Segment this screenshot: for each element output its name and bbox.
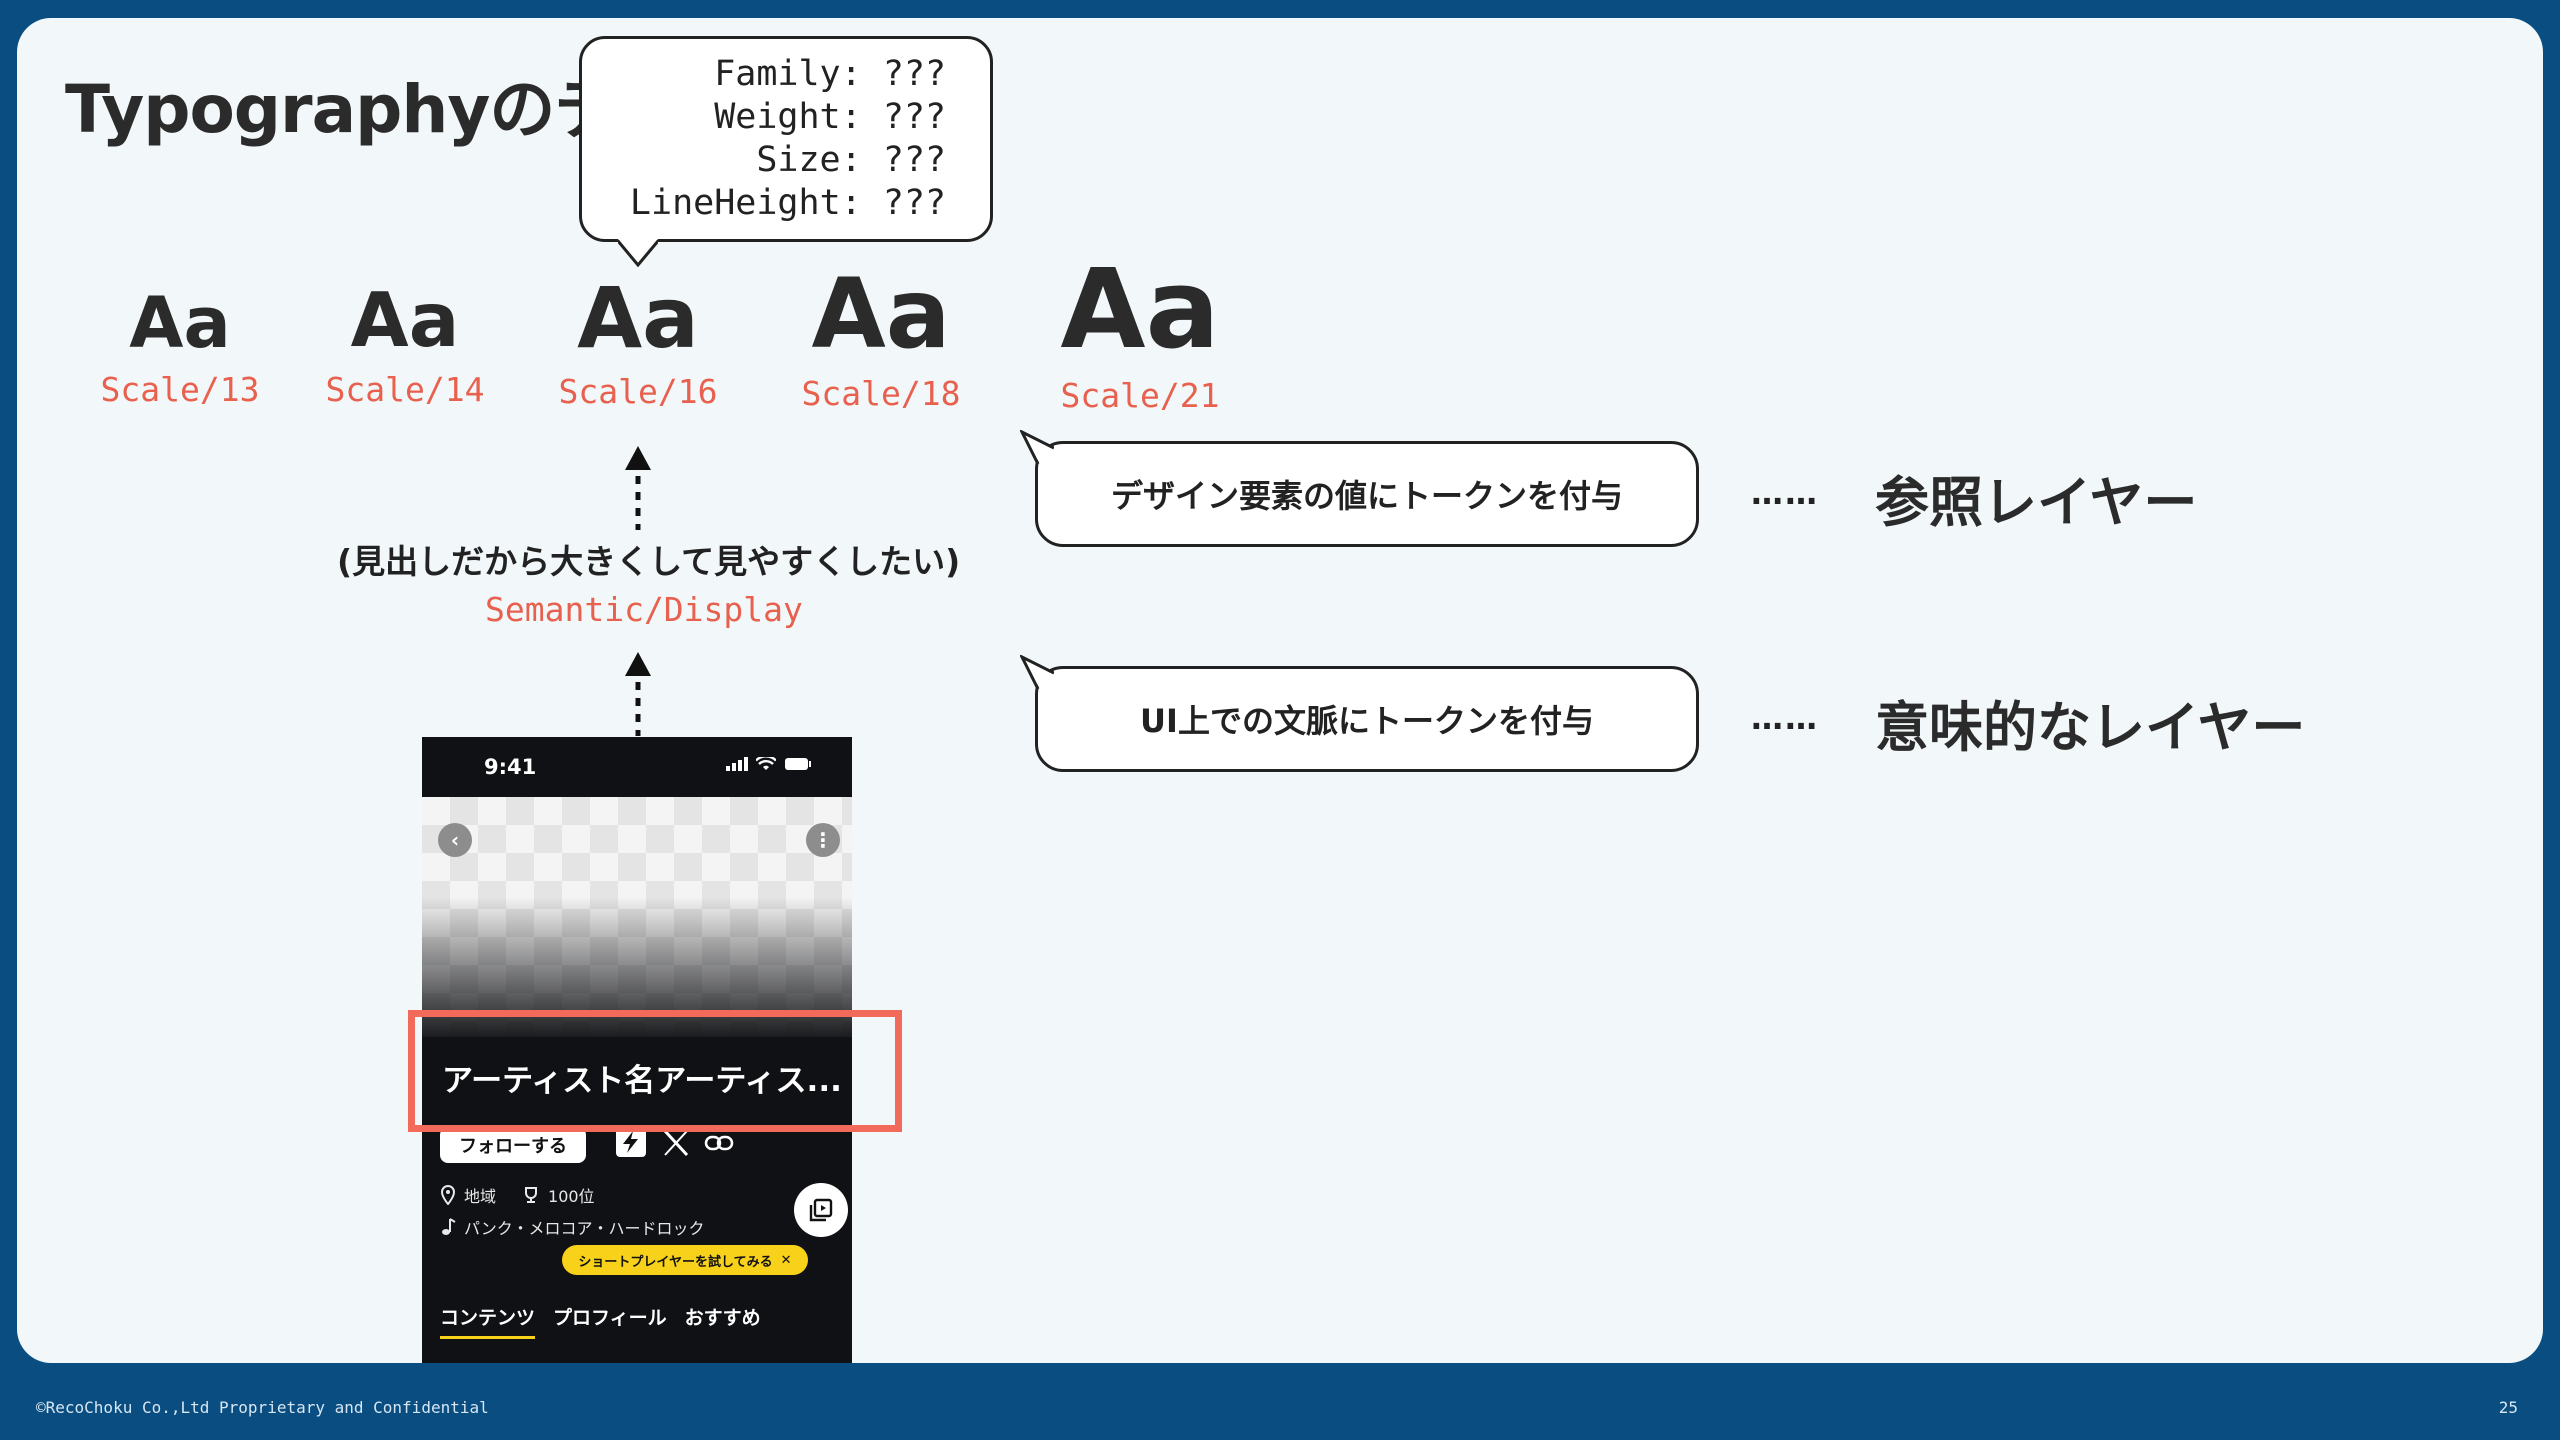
scale-14-sample: Aa bbox=[350, 276, 460, 364]
meta-row-genres: パンク・メロコア・ハードロック bbox=[440, 1215, 704, 1239]
scale-14-label: Scale/14 bbox=[325, 370, 485, 409]
reference-dots: …… bbox=[1751, 474, 1819, 512]
rank-text: 100位 bbox=[548, 1187, 595, 1206]
meta-row-region-rank: 地域 100位 bbox=[440, 1183, 595, 1207]
tooltip-weight: Weight: ??? bbox=[714, 97, 946, 137]
reference-bubble-tail bbox=[1020, 430, 1054, 464]
trophy-icon bbox=[525, 1187, 538, 1203]
tooltip-size: Size: ??? bbox=[756, 140, 946, 180]
more-icon[interactable]: ⋮ bbox=[806, 823, 840, 857]
tab-contents[interactable]: コンテンツ bbox=[440, 1303, 536, 1339]
scale-21-sample: Aa bbox=[1060, 245, 1220, 373]
artist-tabs: コンテンツ プロフィール おすすめ bbox=[440, 1303, 761, 1339]
semantic-dots: …… bbox=[1751, 699, 1819, 737]
footer-copyright: ©RecoChoku Co.,Ltd Proprietary and Confi… bbox=[36, 1398, 489, 1417]
back-icon[interactable]: ‹ bbox=[438, 823, 472, 857]
x-logo-icon[interactable] bbox=[662, 1129, 690, 1157]
genres-text: パンク・メロコア・ハードロック bbox=[464, 1219, 705, 1238]
dashed-arrow-up-top bbox=[625, 446, 651, 530]
scale-16-label: Scale/16 bbox=[558, 372, 718, 411]
page-number: 25 bbox=[2498, 1398, 2518, 1417]
semantic-layer-bubble: UI上での文脈にトークンを付与 bbox=[1020, 655, 1699, 772]
tooltip-family: Family: ??? bbox=[714, 54, 946, 94]
region-text: 地域 bbox=[464, 1187, 497, 1206]
artist-name-highlight-box bbox=[408, 1010, 902, 1132]
scale-21-label: Scale/21 bbox=[1060, 376, 1220, 415]
scale-13: Aa Scale/13 bbox=[101, 288, 260, 409]
close-icon[interactable]: ✕ bbox=[780, 1252, 792, 1268]
wifi-icon bbox=[756, 757, 776, 770]
scale-16-sample: Aa bbox=[577, 269, 699, 367]
semantic-bubble-tail bbox=[1020, 655, 1054, 689]
reference-bubble-text: デザイン要素の値にトークンを付与 bbox=[1110, 477, 1623, 515]
scale-14: Aa Scale/14 bbox=[325, 276, 485, 410]
semantic-bubble-text: UI上での文脈にトークンを付与 bbox=[1140, 702, 1594, 740]
location-icon bbox=[440, 1185, 456, 1205]
tab-profile[interactable]: プロフィール bbox=[553, 1307, 667, 1329]
scale-18-sample: Aa bbox=[811, 258, 951, 370]
reference-layer-bubble: デザイン要素の値にトークンを付与 bbox=[1020, 430, 1699, 547]
lightning-icon[interactable] bbox=[614, 1125, 648, 1159]
reference-layer-label: 参照レイヤー bbox=[1875, 471, 2198, 534]
semantic-layer-label: 意味的なレイヤー bbox=[1875, 696, 2306, 759]
status-time: 9:41 bbox=[484, 755, 537, 779]
battery-icon bbox=[785, 758, 811, 770]
scale-13-sample: Aa bbox=[129, 282, 231, 364]
music-note-icon bbox=[442, 1218, 456, 1235]
slide: Typographyのデザ Family: ??? Weight: ??? Si… bbox=[17, 18, 2543, 1363]
status-bar: 9:41 bbox=[422, 737, 852, 797]
tab-recommend[interactable]: おすすめ bbox=[684, 1307, 761, 1329]
scale-16: Aa Scale/16 bbox=[559, 276, 718, 411]
dashed-arrow-up-bottom bbox=[625, 652, 651, 736]
tooltip-pointer bbox=[618, 239, 658, 267]
link-icon[interactable] bbox=[704, 1133, 734, 1153]
short-player-text: ショートプレイヤーを試してみる bbox=[578, 1254, 773, 1270]
scale-18-label: Scale/18 bbox=[801, 374, 961, 413]
signal-icon bbox=[726, 757, 748, 771]
follow-button[interactable]: フォローする bbox=[440, 1127, 586, 1163]
semantic-intent-note: (見出しだから大きくして見やすくしたい) bbox=[337, 542, 961, 581]
semantic-display-token: Semantic/Display bbox=[485, 590, 803, 629]
playlist-icon[interactable] bbox=[794, 1183, 848, 1237]
tooltip-line-height: LineHeight: ??? bbox=[629, 183, 946, 223]
scale-13-label: Scale/13 bbox=[100, 370, 260, 409]
scale-18: Aa Scale/18 bbox=[802, 266, 961, 413]
short-player-prompt[interactable]: ショートプレイヤーを試してみる ✕ bbox=[562, 1245, 808, 1275]
artist-name: アーティスト名アーティス... bbox=[442, 1063, 842, 1099]
token-property-tooltip: Family: ??? Weight: ??? Size: ??? LineHe… bbox=[579, 36, 993, 267]
scale-21: Aa Scale/21 bbox=[1060, 254, 1219, 415]
